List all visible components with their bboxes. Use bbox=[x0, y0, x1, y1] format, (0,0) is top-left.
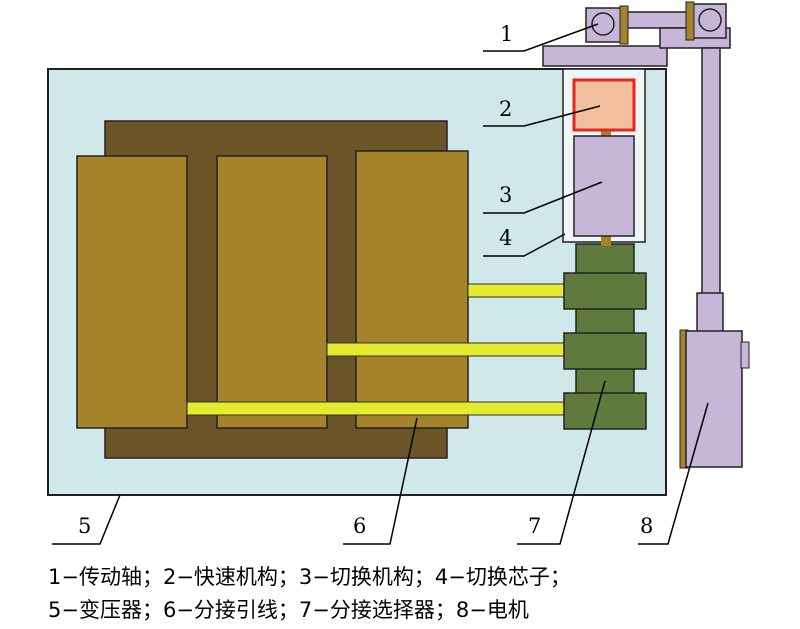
drive-shaft-horizontal bbox=[621, 11, 695, 29]
leader-line-7 bbox=[517, 380, 606, 545]
motor-body bbox=[685, 330, 743, 468]
leader-line-4 bbox=[483, 233, 566, 257]
label-4-switching-core: 4 bbox=[499, 226, 512, 250]
gearbox-left-flange bbox=[619, 5, 629, 45]
winding-right bbox=[355, 150, 469, 429]
label-3-switching-mechanism: 3 bbox=[499, 183, 512, 207]
label-8-motor: 8 bbox=[640, 514, 653, 538]
tap-selector-contact-top bbox=[563, 272, 647, 310]
leader-line-8 bbox=[638, 402, 709, 545]
legend-line-2: 5−变压器；6−分接引线；7−分接选择器；8−电机 bbox=[48, 598, 529, 622]
winding-middle bbox=[216, 155, 328, 429]
tap-selector-contact-middle bbox=[563, 332, 647, 370]
leader-line-3 bbox=[483, 181, 603, 214]
gearbox-right-flange bbox=[685, 1, 695, 41]
top-cover-plate bbox=[542, 45, 668, 67]
label-5-transformer: 5 bbox=[78, 514, 91, 538]
gearbox-left-gear bbox=[591, 12, 615, 36]
motor-coupling bbox=[696, 292, 724, 334]
drive-shaft-vertical bbox=[701, 47, 721, 299]
switching-mechanism bbox=[573, 135, 635, 237]
leader-line-5 bbox=[52, 494, 121, 545]
label-7-tap-selector: 7 bbox=[528, 514, 541, 538]
leader-line-1 bbox=[483, 23, 599, 52]
fast-mechanism bbox=[572, 78, 636, 132]
tap-lead-middle bbox=[326, 342, 565, 357]
label-6-tap-leads: 6 bbox=[353, 514, 366, 538]
label-1-drive-shaft: 1 bbox=[500, 22, 513, 46]
legend-line-1: 1−传动轴；2−快速机构；3−切换机构；4−切换芯子； bbox=[48, 565, 571, 589]
motor-side-knob bbox=[740, 341, 750, 369]
leader-line-2 bbox=[483, 105, 601, 127]
leader-line-6 bbox=[343, 417, 418, 545]
winding-left bbox=[76, 155, 188, 429]
gearbox-right-gear bbox=[698, 8, 722, 32]
tap-lead-bottom bbox=[186, 401, 565, 416]
tap-lead-top bbox=[467, 283, 565, 298]
label-2-fast-mechanism: 2 bbox=[499, 97, 512, 121]
tap-selector-contact-bottom bbox=[563, 392, 647, 430]
